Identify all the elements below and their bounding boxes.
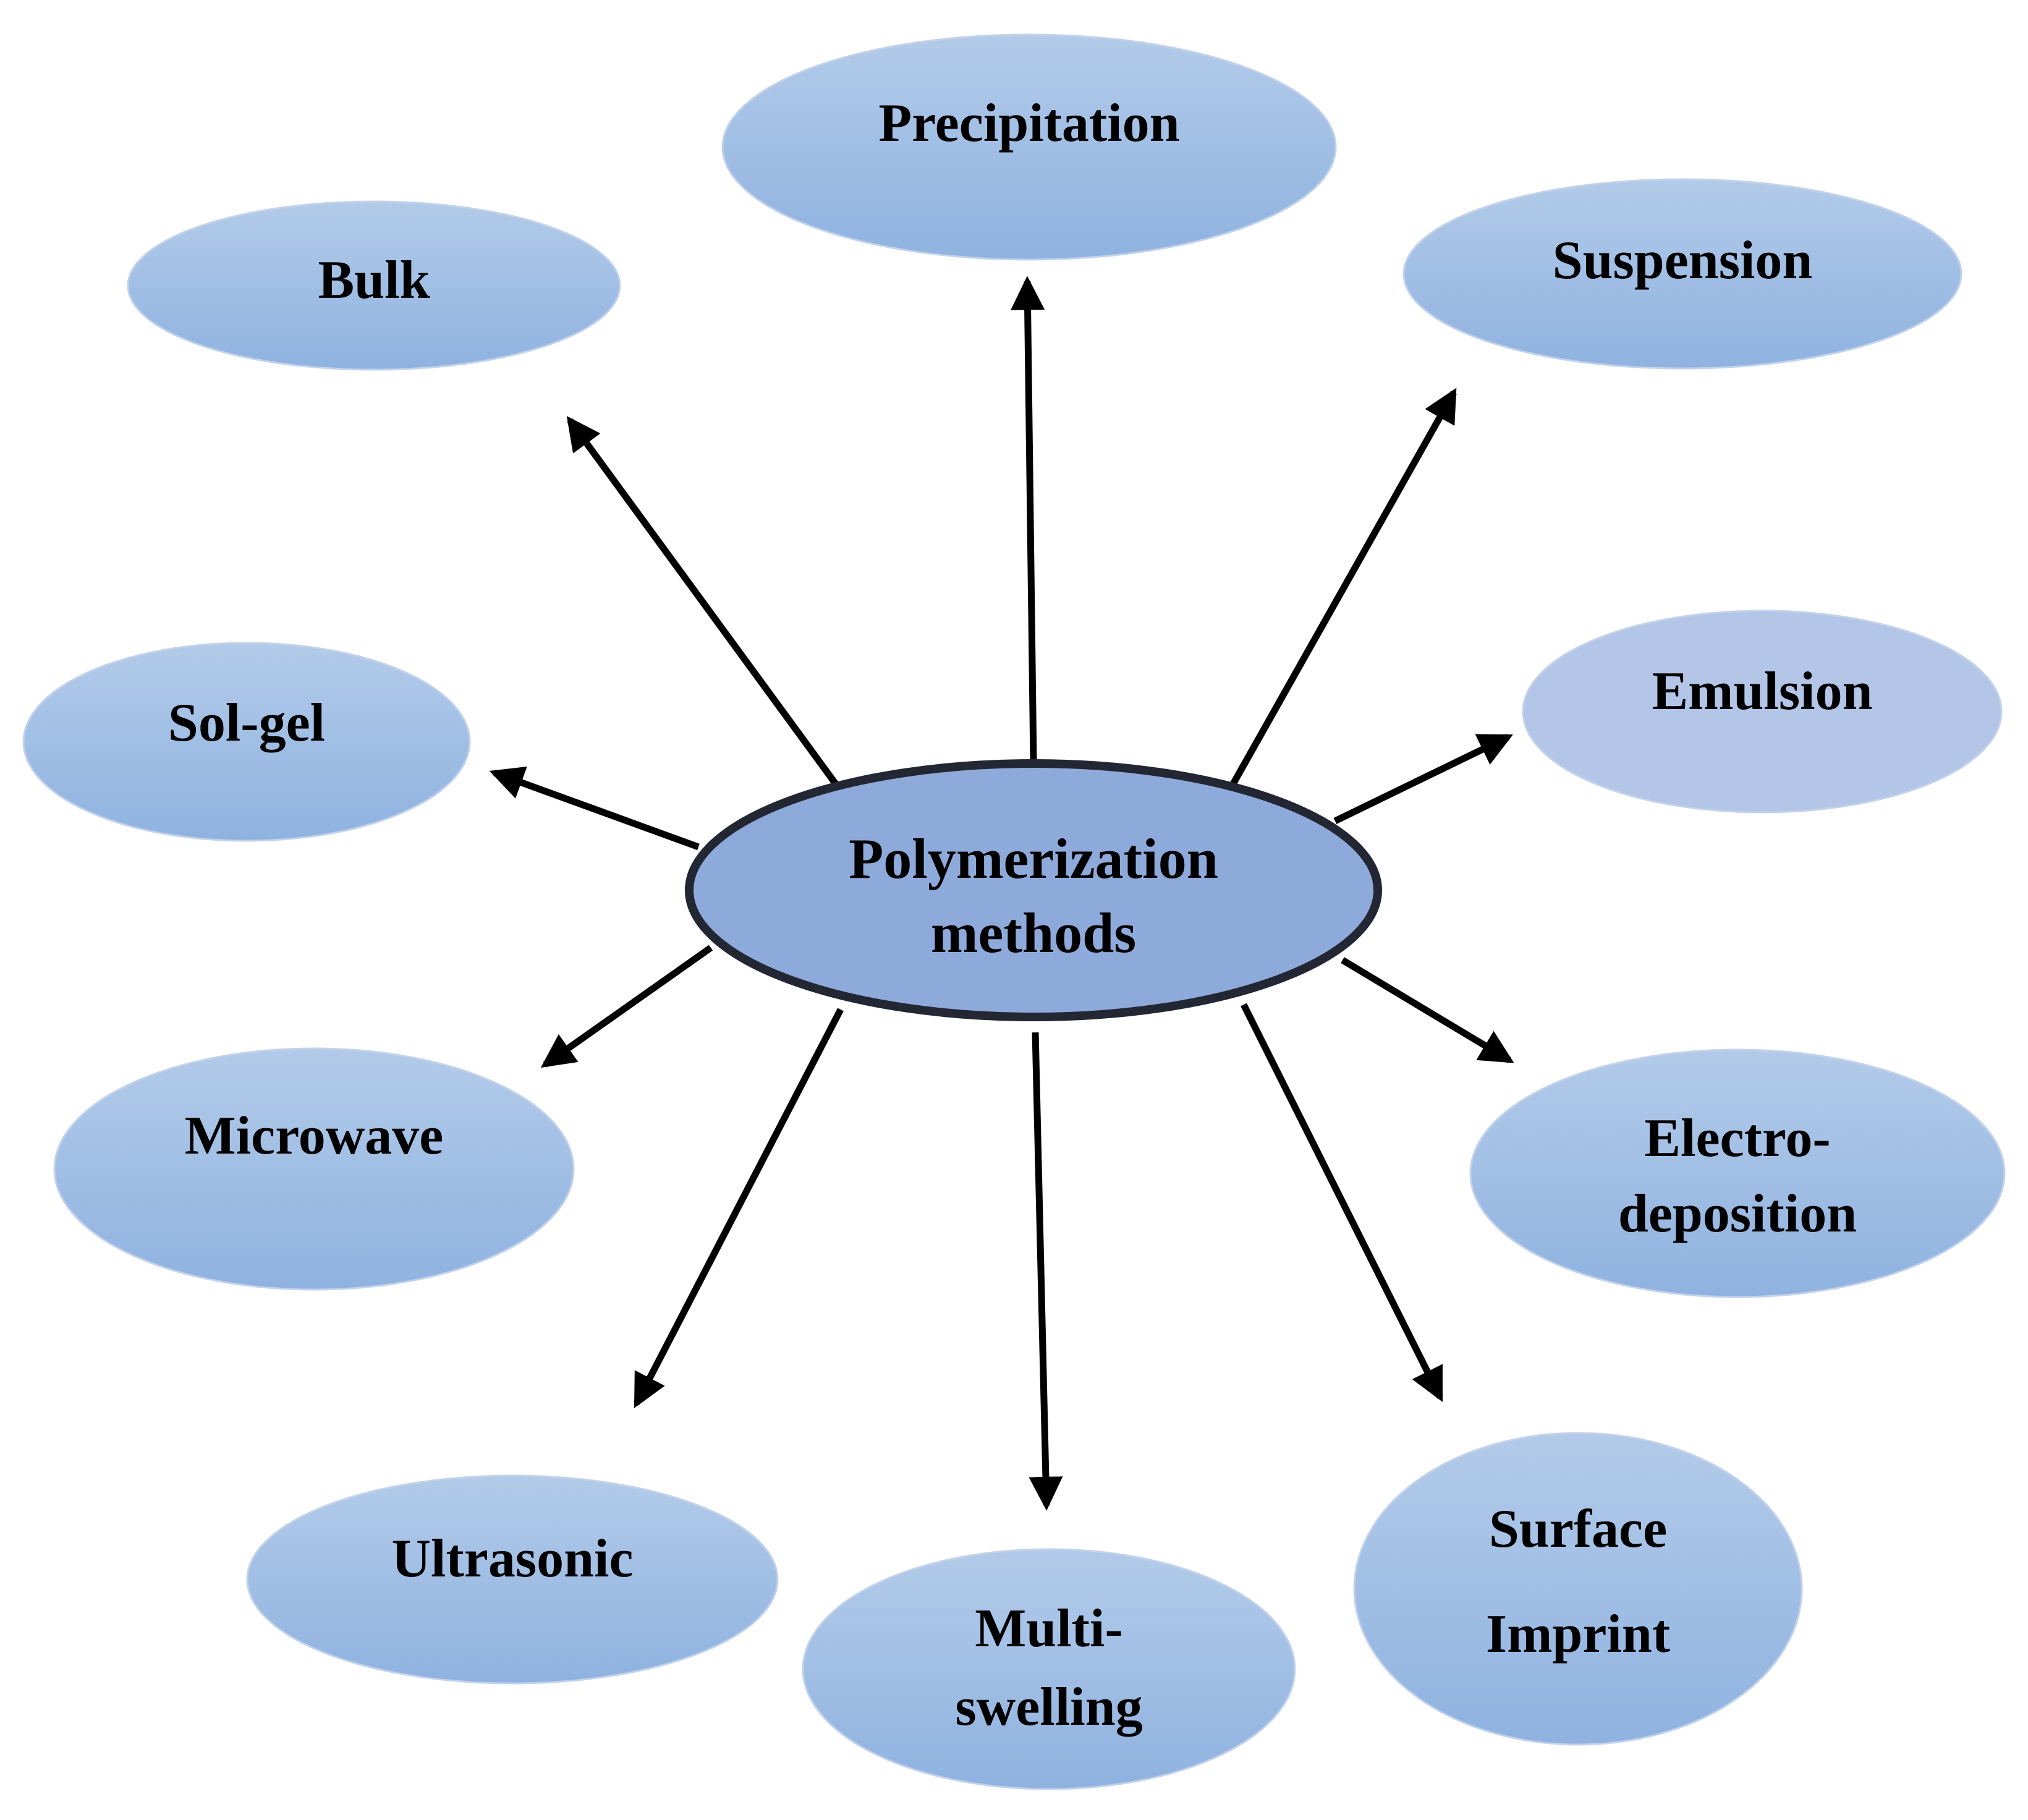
- node-multi-swelling-label-line2: swelling: [955, 1677, 1142, 1737]
- node-surface-imprint-shape: [1353, 1432, 1803, 1746]
- node-emulsion-shape: [1522, 610, 2003, 814]
- node-microwave: Microwave: [53, 1047, 575, 1291]
- center-label-line1: Polymerization: [849, 827, 1218, 890]
- node-microwave-label: Microwave: [185, 1106, 444, 1166]
- arrow-to-precipitation: [1011, 276, 1045, 761]
- node-multi-swelling-label-line1: Multi-: [975, 1599, 1123, 1659]
- center-label-line2: methods: [931, 901, 1136, 964]
- node-bulk: Bulk: [127, 200, 621, 371]
- node-ultrasonic-shape: [246, 1474, 779, 1685]
- node-multi-swelling: Multi- swelling: [802, 1548, 1296, 1790]
- node-emulsion-label: Emulsion: [1652, 661, 1872, 721]
- node-bulk-label: Bulk: [318, 250, 430, 310]
- node-suspension-label: Suspension: [1553, 231, 1813, 291]
- node-electrodeposition: Electro- deposition: [1469, 1048, 2006, 1298]
- node-precipitation-shape: [721, 33, 1337, 261]
- arrow-to-surface-imprint: [1241, 1003, 1443, 1402]
- node-ultrasonic-label: Ultrasonic: [391, 1529, 633, 1589]
- node-microwave-shape: [53, 1047, 575, 1291]
- arrow-to-electrodeposition: [1341, 957, 1514, 1063]
- node-precipitation-label: Precipitation: [878, 93, 1179, 153]
- center-node-shape: [685, 759, 1382, 1021]
- node-sol-gel: Sol-gel: [22, 642, 471, 842]
- arrows-group: [489, 276, 1514, 1511]
- center-node: Polymerization methods: [685, 759, 1382, 1021]
- node-emulsion: Emulsion: [1522, 610, 2003, 814]
- node-surface-imprint-label-line1: Surface: [1489, 1499, 1667, 1559]
- node-sol-gel-shape: [22, 642, 471, 842]
- arrow-to-bulk: [566, 415, 839, 786]
- node-electrodeposition-label-line1: Electro-: [1644, 1108, 1830, 1168]
- node-suspension: Suspension: [1402, 178, 1962, 370]
- node-sol-gel-label: Sol-gel: [168, 693, 325, 753]
- node-surface-imprint: Surface Imprint: [1353, 1432, 1803, 1746]
- arrow-to-microwave: [540, 945, 713, 1068]
- node-electrodeposition-label-line2: deposition: [1618, 1184, 1857, 1244]
- node-electrodeposition-shape: [1469, 1048, 2006, 1298]
- arrow-to-multi-swelling: [1029, 1032, 1063, 1511]
- node-suspension-shape: [1402, 178, 1962, 370]
- node-surface-imprint-label-line2: Imprint: [1486, 1604, 1670, 1664]
- arrow-to-emulsion: [1333, 734, 1513, 824]
- node-bulk-shape: [127, 200, 621, 371]
- arrow-to-ultrasonic: [634, 1008, 844, 1408]
- node-ultrasonic: Ultrasonic: [246, 1474, 779, 1685]
- arrow-to-suspension: [1230, 388, 1457, 786]
- node-precipitation: Precipitation: [721, 33, 1337, 261]
- node-multi-swelling-shape: [802, 1548, 1296, 1790]
- arrow-to-sol-gel: [489, 766, 700, 851]
